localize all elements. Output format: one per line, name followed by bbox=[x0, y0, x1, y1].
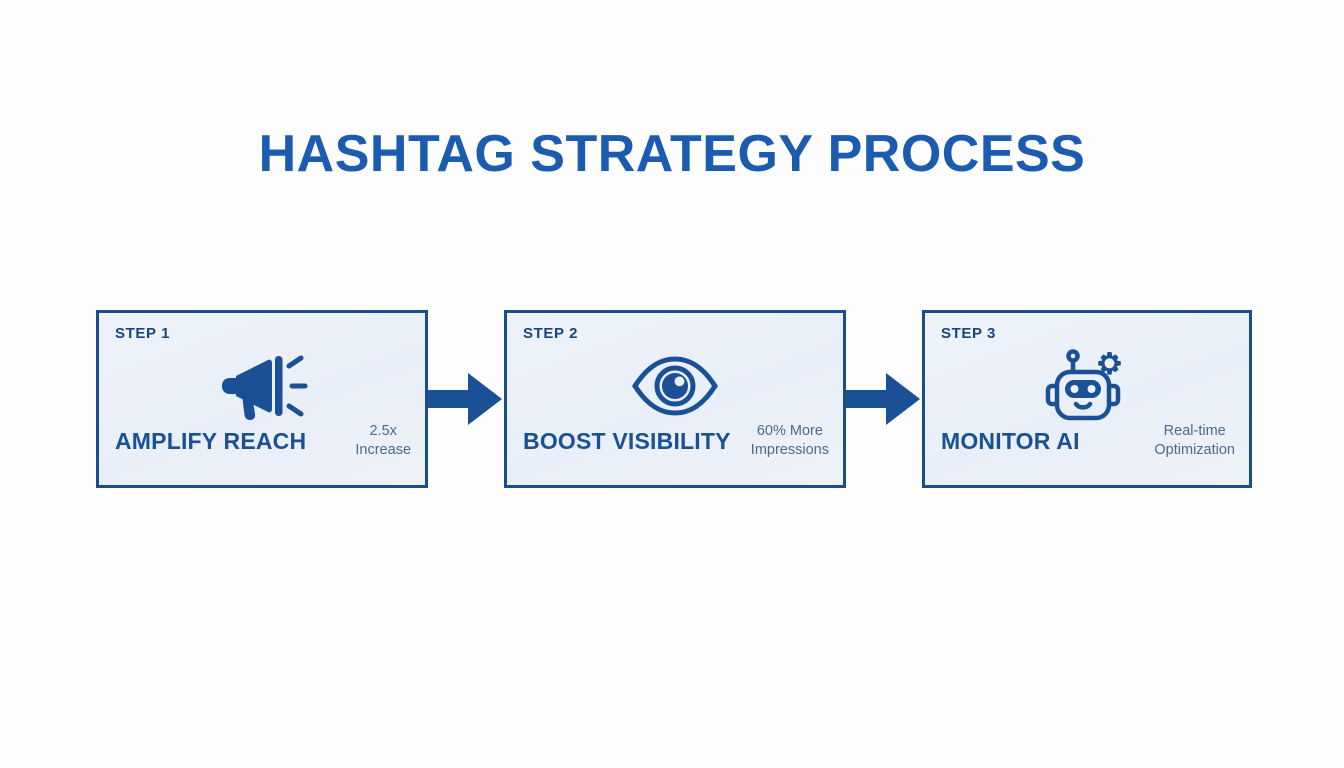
step-card-2[interactable]: STEP 2 BOOST VISIBILITY 60% More Impress… bbox=[504, 310, 846, 488]
arrow-right-icon bbox=[845, 371, 922, 427]
step-stat-2: 60% More Impressions bbox=[751, 422, 829, 461]
step-stat-3: Real-time Optimization bbox=[1154, 422, 1235, 461]
step-label-3: STEP 3 bbox=[940, 325, 996, 342]
megaphone-icon bbox=[99, 345, 425, 427]
connector-1 bbox=[428, 310, 504, 488]
arrow-right-icon bbox=[428, 371, 504, 427]
step-card-1[interactable]: STEP 1 AMPLIFY REACH 2.5x Inc bbox=[96, 310, 429, 488]
step-label-1: STEP 1 bbox=[115, 325, 171, 342]
step-title-1: AMPLIFY REACH bbox=[115, 427, 307, 454]
card-footer-1: AMPLIFY REACH 2.5x Increase bbox=[115, 422, 411, 461]
step-stat-unit-3: Optimization bbox=[1154, 442, 1235, 459]
page-title: HASHTAG STRATEGY PROCESS bbox=[258, 125, 1086, 183]
step-stat-value-1: 2.5x bbox=[369, 422, 397, 439]
card-footer-2: BOOST VISIBILITY 60% More Impressions bbox=[523, 422, 829, 461]
step-title-3: MONITOR AI bbox=[940, 427, 1080, 454]
step-card-3[interactable]: STEP 3 MONITOR A bbox=[921, 310, 1252, 488]
step-stat-1: 2.5x Increase bbox=[355, 422, 411, 461]
step-title-2: BOOST VISIBILITY bbox=[523, 427, 731, 454]
step-label-2: STEP 2 bbox=[523, 325, 579, 342]
step-stat-value-3: Real-time bbox=[1163, 422, 1226, 439]
step-stat-unit-2: Impressions bbox=[750, 442, 829, 459]
step-stat-unit-1: Increase bbox=[355, 442, 412, 459]
connector-2 bbox=[845, 310, 922, 488]
eye-icon bbox=[507, 345, 843, 427]
robot-icon bbox=[925, 345, 1249, 427]
card-footer-3: MONITOR AI Real-time Optimization bbox=[941, 422, 1235, 461]
process-flow: STEP 1 AMPLIFY REACH 2.5x Inc bbox=[96, 310, 1252, 488]
step-stat-value-2: 60% More bbox=[756, 422, 823, 439]
